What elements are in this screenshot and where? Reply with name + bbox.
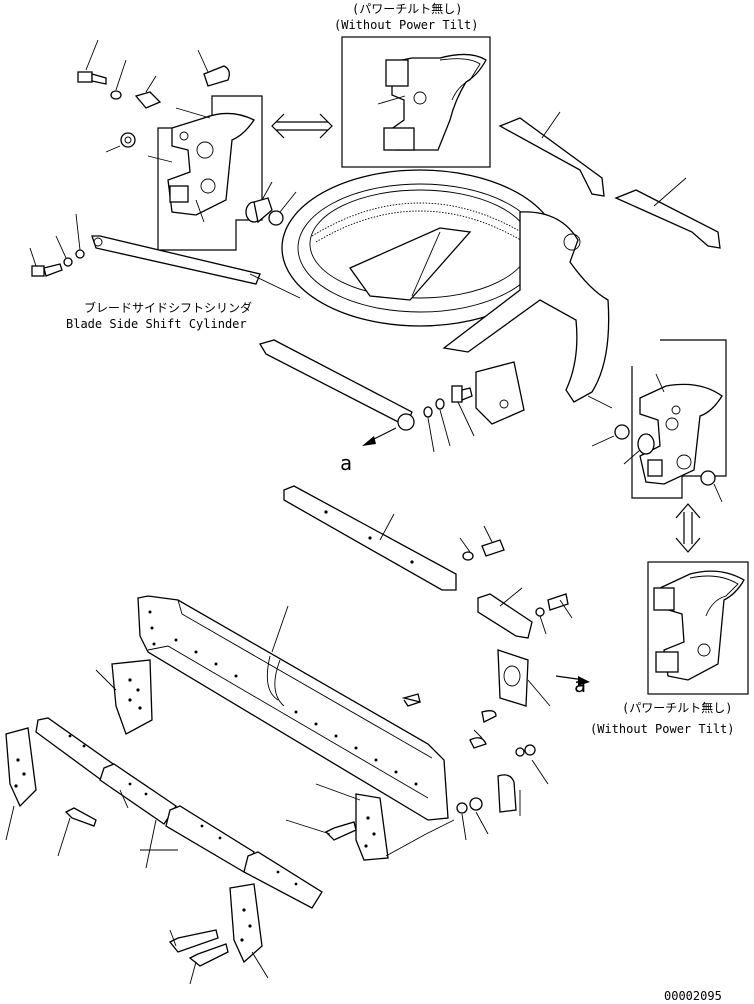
drawing-number: 00002095 bbox=[664, 989, 722, 1003]
top-inset-label-jp: (パワーチルト無し) bbox=[352, 1, 462, 16]
cutting-edges bbox=[5, 659, 455, 985]
marker-a-lower: a bbox=[574, 673, 586, 697]
right-inset bbox=[647, 561, 749, 695]
right-inset-label-en: (Without Power Tilt) bbox=[590, 722, 735, 736]
blade-assembly bbox=[137, 485, 590, 841]
cylinder-label-jp: ブレードサイドシフトシリンダ bbox=[84, 300, 252, 315]
top-inset-frame bbox=[341, 36, 491, 168]
right-double-arrow bbox=[675, 503, 701, 553]
circle-frame bbox=[281, 169, 613, 425]
top-inset-label-en: (Without Power Tilt) bbox=[334, 18, 479, 32]
marker-a-upper: a bbox=[340, 451, 352, 475]
right-inset-label-jp: (パワーチルト無し) bbox=[622, 700, 732, 715]
right-inset-frame bbox=[647, 561, 749, 695]
blade-holes bbox=[148, 610, 418, 786]
top-inset: (パワーチルト無し) (Without Power Tilt) bbox=[334, 1, 491, 168]
top-double-arrow bbox=[271, 113, 333, 139]
right-bracket-group bbox=[591, 339, 727, 503]
upper-left-bracket-group bbox=[29, 39, 301, 299]
upper-right-plates bbox=[498, 111, 721, 249]
side-shift-cylinder bbox=[259, 339, 475, 453]
cylinder-label-en: Blade Side Shift Cylinder bbox=[66, 317, 247, 331]
